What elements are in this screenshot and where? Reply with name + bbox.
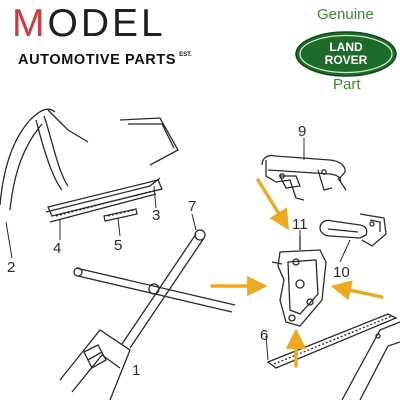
glass-guide	[103, 208, 138, 222]
callout-4: 4	[53, 240, 61, 257]
land-rover-logo: LAND ROVER	[295, 31, 397, 77]
land-rover-logo-line2: ROVER	[325, 53, 368, 67]
badge-part-label: Part	[333, 76, 361, 93]
callout-10: 10	[333, 264, 350, 281]
arrow-to-handle	[256, 178, 290, 231]
brand-tagline-text: AUTOMOTIVE PARTS	[18, 52, 177, 68]
callout-5: 5	[114, 237, 122, 254]
callout-2: 2	[7, 259, 15, 276]
highlight-arrows	[210, 178, 384, 368]
door-lock-mechanism	[271, 236, 327, 327]
badge-genuine-label: Genuine	[317, 6, 374, 23]
callout-7: 7	[188, 198, 196, 215]
brand-tagline-suffix: EST.	[179, 52, 192, 58]
leader-lines	[5, 138, 351, 361]
door-edge-strip	[266, 313, 400, 400]
callout-1: 1	[132, 362, 140, 379]
door-frame	[0, 108, 179, 223]
window-regulator	[59, 229, 236, 400]
brand-logo-rest: ODEL	[47, 2, 166, 45]
arrow-to-lock-right	[330, 280, 384, 301]
callout-6: 6	[260, 327, 268, 344]
callout-3: 3	[152, 207, 160, 224]
inside-handle	[319, 213, 387, 247]
brand-logo-first-letter: M	[12, 2, 48, 45]
land-rover-logo-line1: LAND	[329, 40, 363, 54]
callout-9: 9	[298, 123, 306, 140]
callout-11: 11	[292, 216, 308, 233]
brand-logo: MODEL	[12, 4, 166, 43]
outside-handle	[261, 154, 347, 201]
